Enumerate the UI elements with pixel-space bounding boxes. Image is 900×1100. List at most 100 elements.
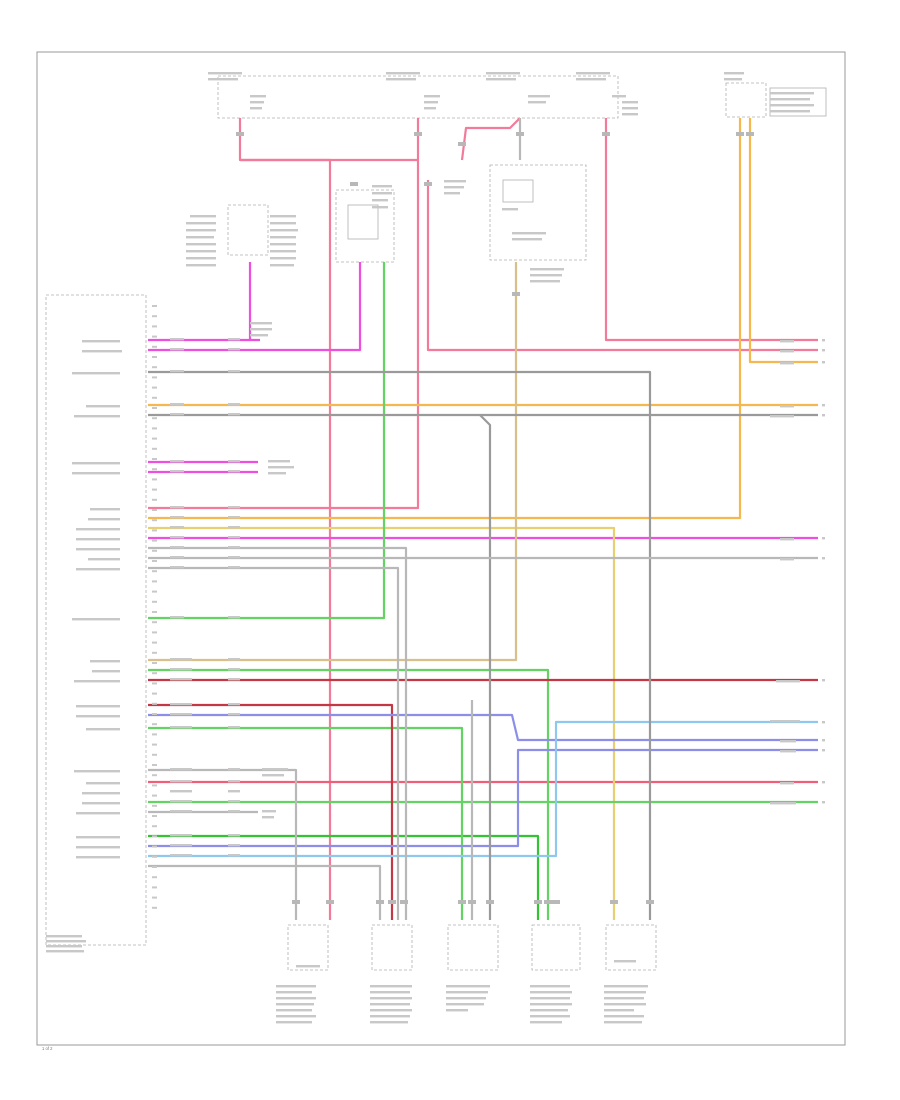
pcm-pin-tick (152, 764, 157, 766)
pcm-left-box (45, 294, 147, 946)
pcm-pin-tick (152, 702, 157, 705)
illegible-label (228, 834, 240, 837)
fuel-tank-sensor (447, 924, 499, 971)
illegible-label (386, 78, 416, 81)
illegible-label (76, 812, 120, 815)
illegible-label (780, 750, 796, 753)
illegible-label (170, 810, 192, 813)
illegible-label (228, 526, 240, 529)
wire-green-fuel-ind (148, 262, 386, 620)
illegible-label (76, 705, 120, 708)
pcm-pin-tick (152, 794, 157, 797)
illegible-label (276, 985, 316, 988)
illegible-label (270, 215, 296, 218)
pcm-pin-tick (152, 845, 157, 848)
illegible-label (604, 1003, 646, 1006)
pcm-pin-tick (152, 682, 157, 685)
illegible-label (74, 770, 120, 773)
illegible-label (170, 658, 192, 661)
pcm-pin-tick (152, 855, 157, 858)
wire-pink-relayout (426, 180, 818, 352)
wire-end-marker (822, 537, 825, 540)
illegible-label (86, 728, 120, 731)
illegible-label (424, 95, 440, 98)
illegible-label (530, 997, 570, 1000)
pcm-pin-tick (152, 437, 157, 440)
wire-black-map (148, 370, 652, 920)
illegible-label (622, 113, 638, 116)
pcm-pin-tick (152, 672, 157, 675)
ignition-fuse-box (725, 82, 767, 118)
illegible-label (228, 768, 240, 771)
pcm-pin-tick (152, 641, 157, 644)
illegible-label (250, 101, 264, 104)
connector-mark (468, 900, 476, 904)
illegible-label (186, 243, 216, 246)
illegible-label (604, 997, 644, 1000)
illegible-label (228, 536, 240, 539)
illegible-label (276, 997, 316, 1000)
illegible-label (372, 192, 392, 195)
illegible-label (724, 78, 742, 81)
illegible-label (170, 506, 184, 509)
wire-blue-2 (148, 748, 818, 848)
illegible-label (268, 460, 290, 463)
pcm-pin-tick (152, 692, 157, 695)
connector-mark (424, 182, 432, 186)
pcm-pin-tick (152, 621, 157, 624)
illegible-label (424, 107, 436, 110)
illegible-label (74, 680, 120, 683)
egr-valve (531, 924, 581, 971)
illegible-label (228, 413, 240, 416)
illegible-label (262, 810, 276, 813)
illegible-label (170, 726, 192, 729)
illegible-label (296, 965, 320, 968)
wire-end-marker (822, 801, 825, 804)
illegible-label (502, 208, 518, 211)
illegible-label (170, 854, 192, 857)
wire-pink-cluster (460, 117, 521, 161)
illegible-label (76, 568, 120, 571)
illegible-label (228, 844, 240, 847)
illegible-label (386, 72, 420, 75)
pcm-pin-column (152, 305, 157, 909)
illegible-label (372, 206, 388, 209)
illegible-label (446, 985, 490, 988)
illegible-label (614, 960, 636, 963)
illegible-label (372, 199, 388, 202)
components (45, 164, 657, 971)
illegible-label (770, 415, 794, 418)
illegible-label (72, 472, 120, 475)
pcm-pin-tick (152, 600, 157, 603)
illegible-label (486, 72, 520, 75)
illegible-label (270, 257, 296, 260)
illegible-label (270, 222, 296, 225)
connector-mark (512, 292, 520, 296)
pcm-pin-tick (152, 305, 157, 307)
wire-end-marker (822, 749, 825, 752)
illegible-label (76, 836, 120, 839)
illegible-label (86, 782, 120, 785)
illegible-label (604, 991, 646, 994)
illegible-label (250, 322, 272, 325)
illegible-label (170, 516, 184, 519)
illegible-label (770, 98, 810, 101)
illegible-label (76, 548, 120, 551)
pcm-pin-tick (152, 662, 157, 664)
purge-solenoid (605, 924, 657, 971)
illegible-label (170, 566, 184, 569)
pcm-pin-tick (152, 335, 157, 338)
illegible-label (780, 362, 794, 365)
connector-marks (236, 132, 754, 904)
pcm-pin-tick (152, 784, 157, 787)
wire-green-bottom (148, 834, 540, 920)
illegible-label (268, 466, 294, 469)
pcm-pin-tick (152, 417, 157, 420)
illegible-label (208, 78, 238, 81)
pcm-pin-tick (152, 396, 157, 399)
fuel-pump-relay-inner (347, 204, 379, 240)
illegible-label (72, 372, 120, 375)
illegible-label (92, 670, 120, 673)
illegible-label (228, 348, 240, 351)
illegible-label (446, 997, 486, 1000)
